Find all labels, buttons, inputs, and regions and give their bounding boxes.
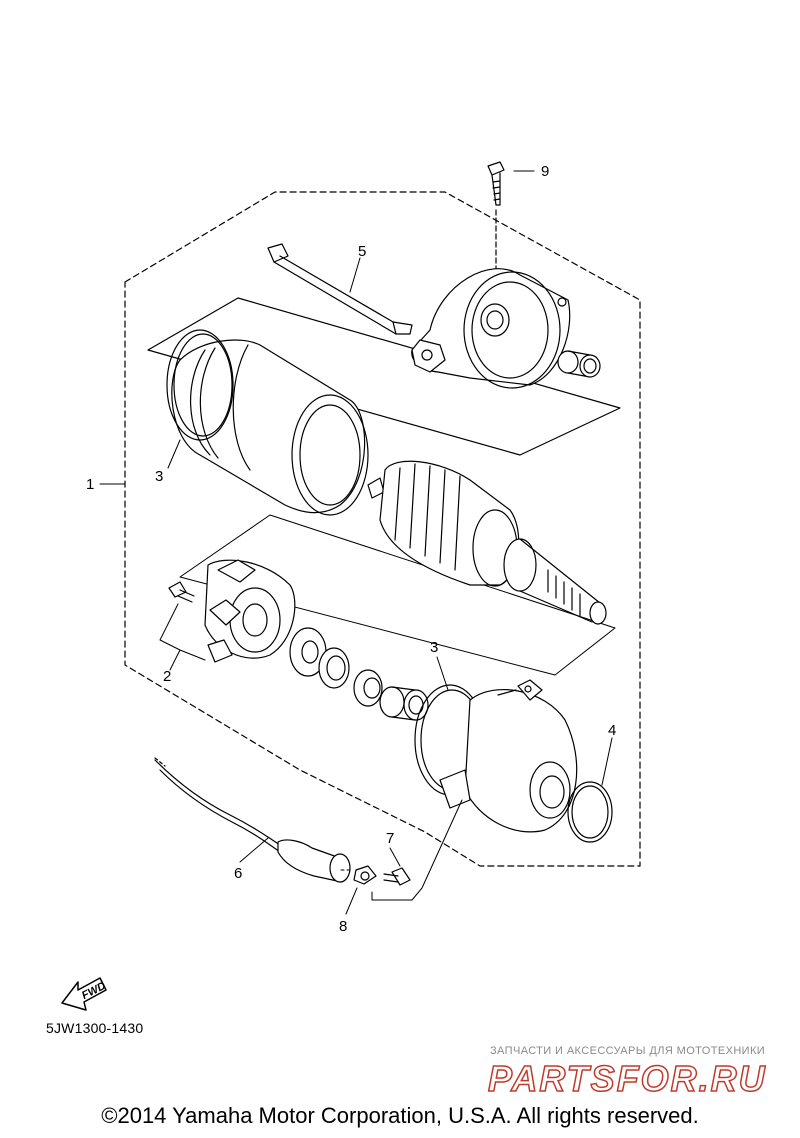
callout-2: 2	[163, 668, 171, 685]
o-ring-part-4	[567, 781, 613, 843]
washer-2	[318, 647, 350, 689]
callout-3-lower: 3	[430, 639, 438, 656]
watermark-brand: PARTSFOR.RU	[487, 1057, 767, 1100]
through-bolt-part-5	[267, 243, 413, 335]
callout-9: 9	[541, 163, 549, 180]
lower-plane	[179, 514, 616, 676]
part-code: 5JW1300-1430	[46, 1020, 144, 1036]
watermark-tagline: ЗАПЧАСТИ И АКСЕССУАРЫ ДЛЯ МОТОТЕХНИКИ	[490, 1045, 766, 1057]
callout-4: 4	[608, 722, 616, 739]
callout-5: 5	[358, 243, 366, 260]
callout-3-upper: 3	[155, 468, 163, 485]
callout-7: 7	[386, 830, 394, 847]
callout-6: 6	[234, 865, 242, 882]
copyright-notice: ©2014 Yamaha Motor Corporation, U.S.A. A…	[101, 1103, 699, 1128]
nut-part-8	[353, 865, 377, 885]
brush-holder-part-2	[168, 559, 296, 663]
assembly-boundary	[124, 191, 641, 867]
motor-yoke	[171, 339, 369, 516]
needle-bearing	[379, 686, 429, 721]
upper-plane	[147, 297, 621, 456]
armature	[367, 460, 607, 625]
callout-8: 8	[339, 918, 347, 935]
fwd-label: FWD	[80, 980, 108, 1002]
lead-wire-part-6	[154, 757, 351, 883]
bearing	[353, 669, 383, 707]
leader-lines	[99, 170, 613, 915]
screw-part-7	[383, 867, 411, 886]
rear-cover	[411, 268, 571, 389]
callout-1: 1	[86, 476, 94, 493]
callouts: 9 5 3 1 2 3 4 7 6 8	[86, 163, 616, 935]
o-ring-upper	[166, 329, 234, 441]
fwd-arrow-icon: FWD	[61, 977, 108, 1011]
bushing	[557, 350, 601, 378]
front-cover	[439, 679, 578, 833]
